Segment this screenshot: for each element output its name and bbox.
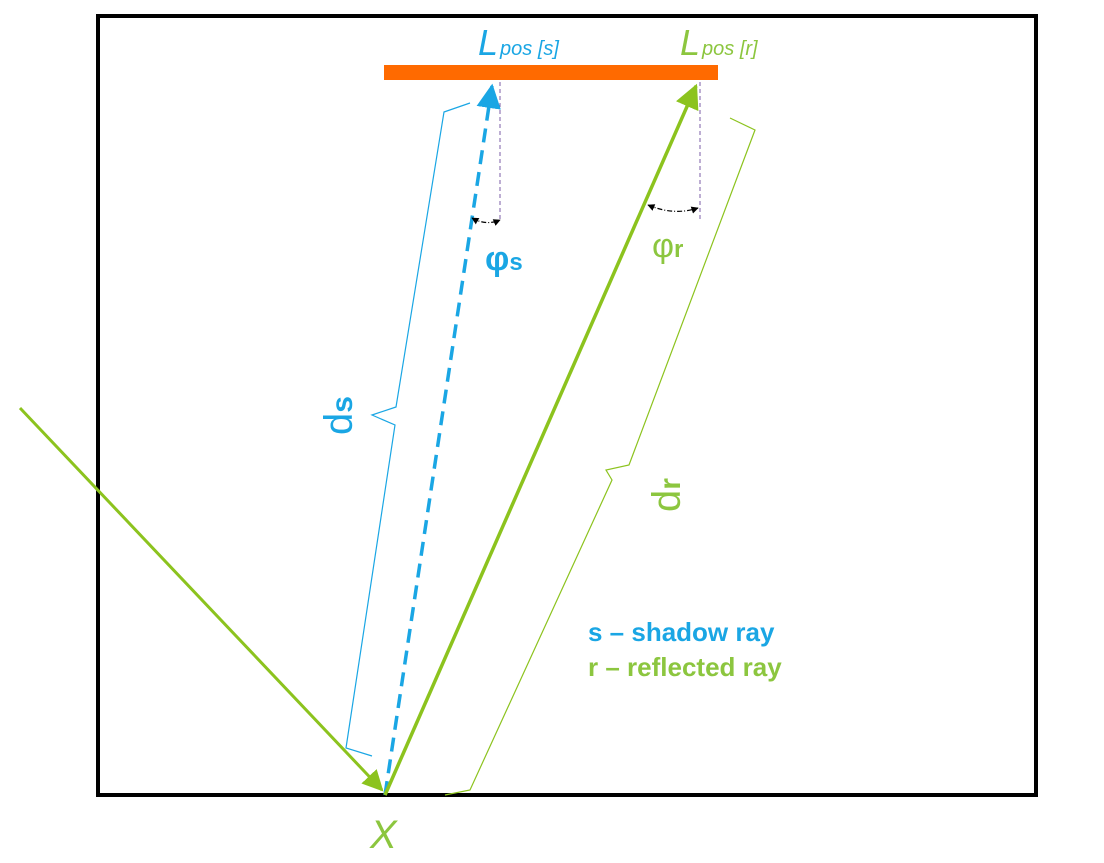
- angle-phi-r-label: φr: [652, 227, 683, 265]
- shadow-distance-brace: [345, 102, 471, 757]
- light-source-bar: [384, 65, 718, 80]
- shadow-ray: [383, 83, 501, 796]
- angle-arc-r: [647, 204, 699, 214]
- distance-dr-label: dr: [645, 478, 689, 512]
- reflected-distance-brace: [444, 117, 756, 796]
- reflected-ray: [383, 83, 699, 796]
- angle-phi-s-label: φs: [485, 240, 523, 278]
- angle-arc-s: [471, 217, 501, 226]
- point-x-label: X: [369, 813, 398, 857]
- scene-frame: [96, 14, 1038, 797]
- distance-ds-label: ds: [317, 396, 361, 435]
- incident-ray: [18, 406, 384, 792]
- legend-reflected-ray: r – reflected ray: [588, 652, 782, 682]
- legend-shadow-ray: s – shadow ray: [588, 617, 775, 647]
